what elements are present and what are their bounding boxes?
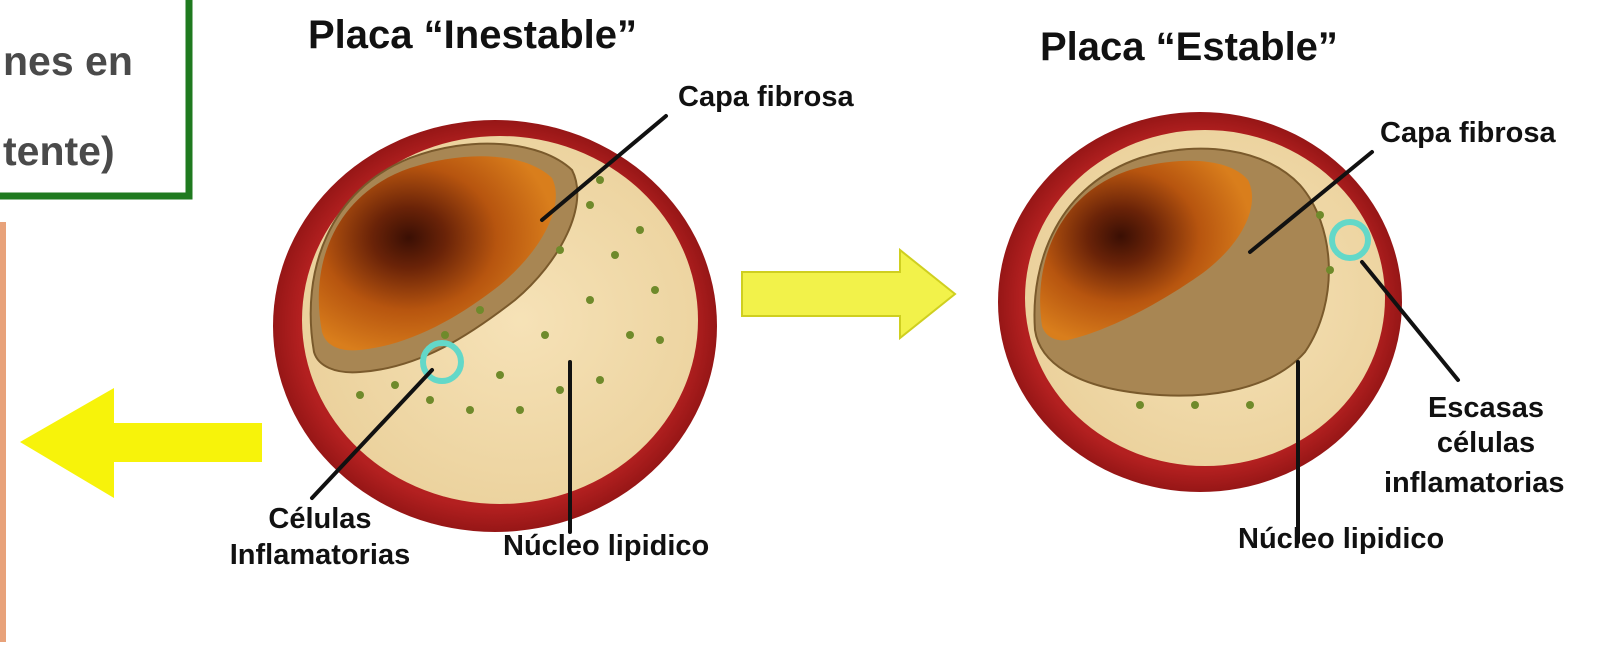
text-box-line-2: tente) (3, 128, 115, 174)
unstable-cells-label-line-2: Inflamatorias (230, 539, 411, 571)
unstable-cells-label-line-1: Células (268, 503, 371, 535)
stable-cells-label-line-3: inflamatorias (1384, 467, 1565, 499)
stable-cells-label-line-2: células (1437, 427, 1535, 459)
text-box-line-1: nes en (3, 38, 133, 84)
unstable-lipid-core-label: Núcleo lipidico (503, 530, 709, 562)
stable-plaque (998, 112, 1402, 492)
stable-lipid-core-label: Núcleo lipidico (1238, 523, 1444, 555)
stable-fibrous-cap-label: Capa fibrosa (1380, 117, 1557, 149)
left-panel-strip (0, 222, 6, 642)
unstable-title: Placa “Inestable” (308, 13, 637, 57)
text-box: nes en tente) (0, 0, 189, 196)
stable-cells-label-line-1: Escasas (1428, 392, 1544, 424)
stable-title: Placa “Estable” (1040, 25, 1338, 69)
arrow-left-icon (20, 388, 262, 498)
unstable-fibrous-cap-label: Capa fibrosa (678, 81, 855, 113)
arrow-right-icon (742, 250, 955, 338)
